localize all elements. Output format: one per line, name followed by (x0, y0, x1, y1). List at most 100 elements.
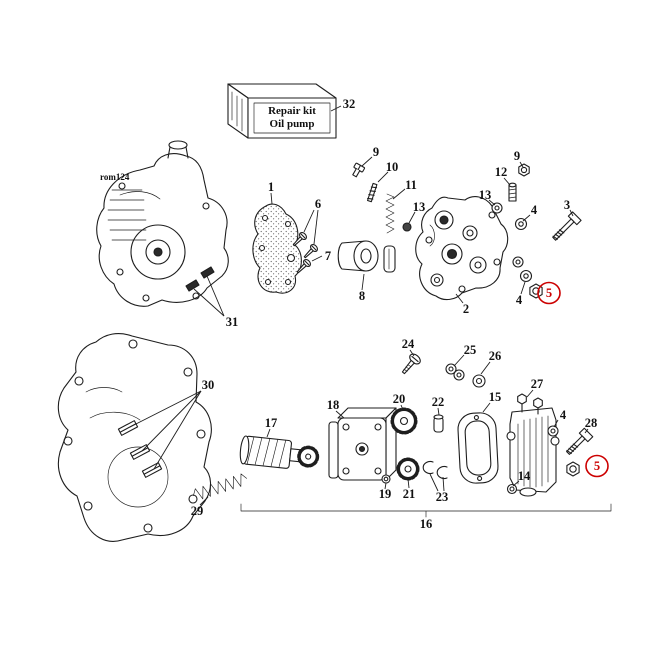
callout-21: 21 (403, 487, 416, 501)
washer-19-drawing (381, 474, 391, 484)
callout-5: 5 (546, 286, 552, 300)
leader-line-1 (270, 192, 273, 205)
callout-23: 23 (436, 490, 449, 504)
leader-line-28 (584, 428, 589, 434)
pump-body-18-drawing (328, 407, 397, 481)
repair-kit-box-drawing (227, 83, 337, 139)
screw-24-drawing (401, 353, 421, 375)
gasket-1-drawing (252, 203, 302, 294)
callout-12: 12 (495, 165, 508, 179)
drive-gear-17-drawing (239, 435, 320, 469)
leader-line-14 (512, 480, 520, 487)
leader-line-24 (409, 349, 415, 357)
leader-line-9 (519, 161, 524, 168)
callout-10: 10 (386, 160, 399, 174)
washer-4-top-drawing (514, 217, 528, 231)
callout-13: 13 (479, 188, 492, 202)
callout-1: 1 (268, 180, 274, 194)
screw-10-drawing (366, 182, 378, 203)
callout-4: 4 (560, 408, 567, 422)
repair-kit-label-line2: Oil pump (270, 118, 315, 130)
leader-line-25 (453, 354, 465, 367)
plug-14-drawing (506, 483, 518, 495)
callout-30: 30 (202, 378, 215, 392)
screws-6-7-drawing (292, 231, 319, 274)
bracket-16 (240, 503, 612, 518)
callout-4: 4 (516, 293, 523, 307)
leader-line-3 (569, 209, 574, 217)
leader-line-29 (199, 496, 209, 506)
washer-26-drawing (472, 374, 486, 388)
leader-line-13 (408, 211, 416, 224)
repair-kit-label-line1: Repair kit (268, 105, 316, 117)
leader-line-10 (377, 171, 389, 183)
leader-line-8 (361, 273, 365, 291)
nut-9-right-drawing (518, 163, 530, 177)
spring-11-drawing (385, 193, 395, 234)
spring-29-drawing (193, 473, 247, 500)
callout-6: 6 (315, 197, 321, 211)
gear-21-drawing (396, 457, 420, 481)
callout-2: 2 (463, 302, 469, 316)
callout-25: 25 (464, 343, 477, 357)
leader-line-2 (455, 293, 464, 304)
leader-line-17 (266, 428, 271, 438)
leader-line-26 (480, 361, 491, 375)
callout-26: 26 (489, 349, 502, 363)
leader-line-22 (437, 407, 440, 416)
callout-11: 11 (405, 178, 417, 192)
callout-13: 13 (413, 200, 426, 214)
leader-line-11 (392, 188, 406, 200)
leader-line-23 (442, 476, 445, 492)
pin-22-drawing (433, 414, 444, 433)
callout-5: 5 (594, 459, 600, 473)
callout-22: 22 (432, 395, 445, 409)
watermark-text: rom124 (100, 172, 130, 182)
callout-32: 32 (343, 97, 356, 111)
leader-line-21 (407, 478, 410, 489)
leader-line-19 (384, 482, 387, 490)
leader-line-27 (526, 389, 534, 398)
bolt-3-drawing (552, 211, 582, 241)
ball-13-left-drawing (402, 222, 412, 232)
stud-12-drawing (508, 182, 517, 202)
leader-line-20 (400, 404, 404, 411)
leader-line-4 (553, 419, 559, 428)
highlight-circle-5 (537, 281, 561, 305)
pump-body-2-drawing (415, 196, 509, 301)
callout-16: 16 (420, 517, 433, 531)
nut-5-bottom-drawing (566, 461, 580, 477)
leader-line-18 (335, 410, 345, 419)
leader-line-30 (129, 390, 202, 428)
leader-line-32 (330, 105, 342, 112)
callout-15: 15 (489, 390, 502, 404)
leader-line-13 (488, 199, 496, 206)
callout-28: 28 (585, 416, 598, 430)
gasket-15-drawing (457, 412, 499, 484)
leader-line-9 (361, 156, 373, 167)
gearcase-drawing (57, 333, 212, 542)
screw-9-left-drawing (352, 162, 366, 178)
leader-line-31 (206, 275, 225, 317)
leader-line-12 (503, 177, 511, 186)
callout-31: 31 (226, 315, 239, 329)
bolt-28-drawing (566, 427, 594, 455)
washer-13-right-drawing (491, 202, 503, 214)
cover-27-drawing (506, 393, 560, 497)
callout-14: 14 (518, 469, 531, 483)
leader-line-6 (313, 209, 319, 245)
callout-17: 17 (265, 416, 278, 430)
gear-20-drawing (390, 407, 418, 435)
callout-4: 4 (531, 203, 538, 217)
callout-24: 24 (402, 337, 415, 351)
leader-line-4 (520, 281, 526, 295)
leader-line-30 (153, 390, 202, 470)
washers-25-drawing (445, 363, 465, 381)
callout-29: 29 (191, 504, 204, 518)
leader-line-15 (482, 402, 491, 413)
callout-7: 7 (325, 249, 331, 263)
callout-27: 27 (531, 377, 544, 391)
callout-3: 3 (564, 198, 570, 212)
